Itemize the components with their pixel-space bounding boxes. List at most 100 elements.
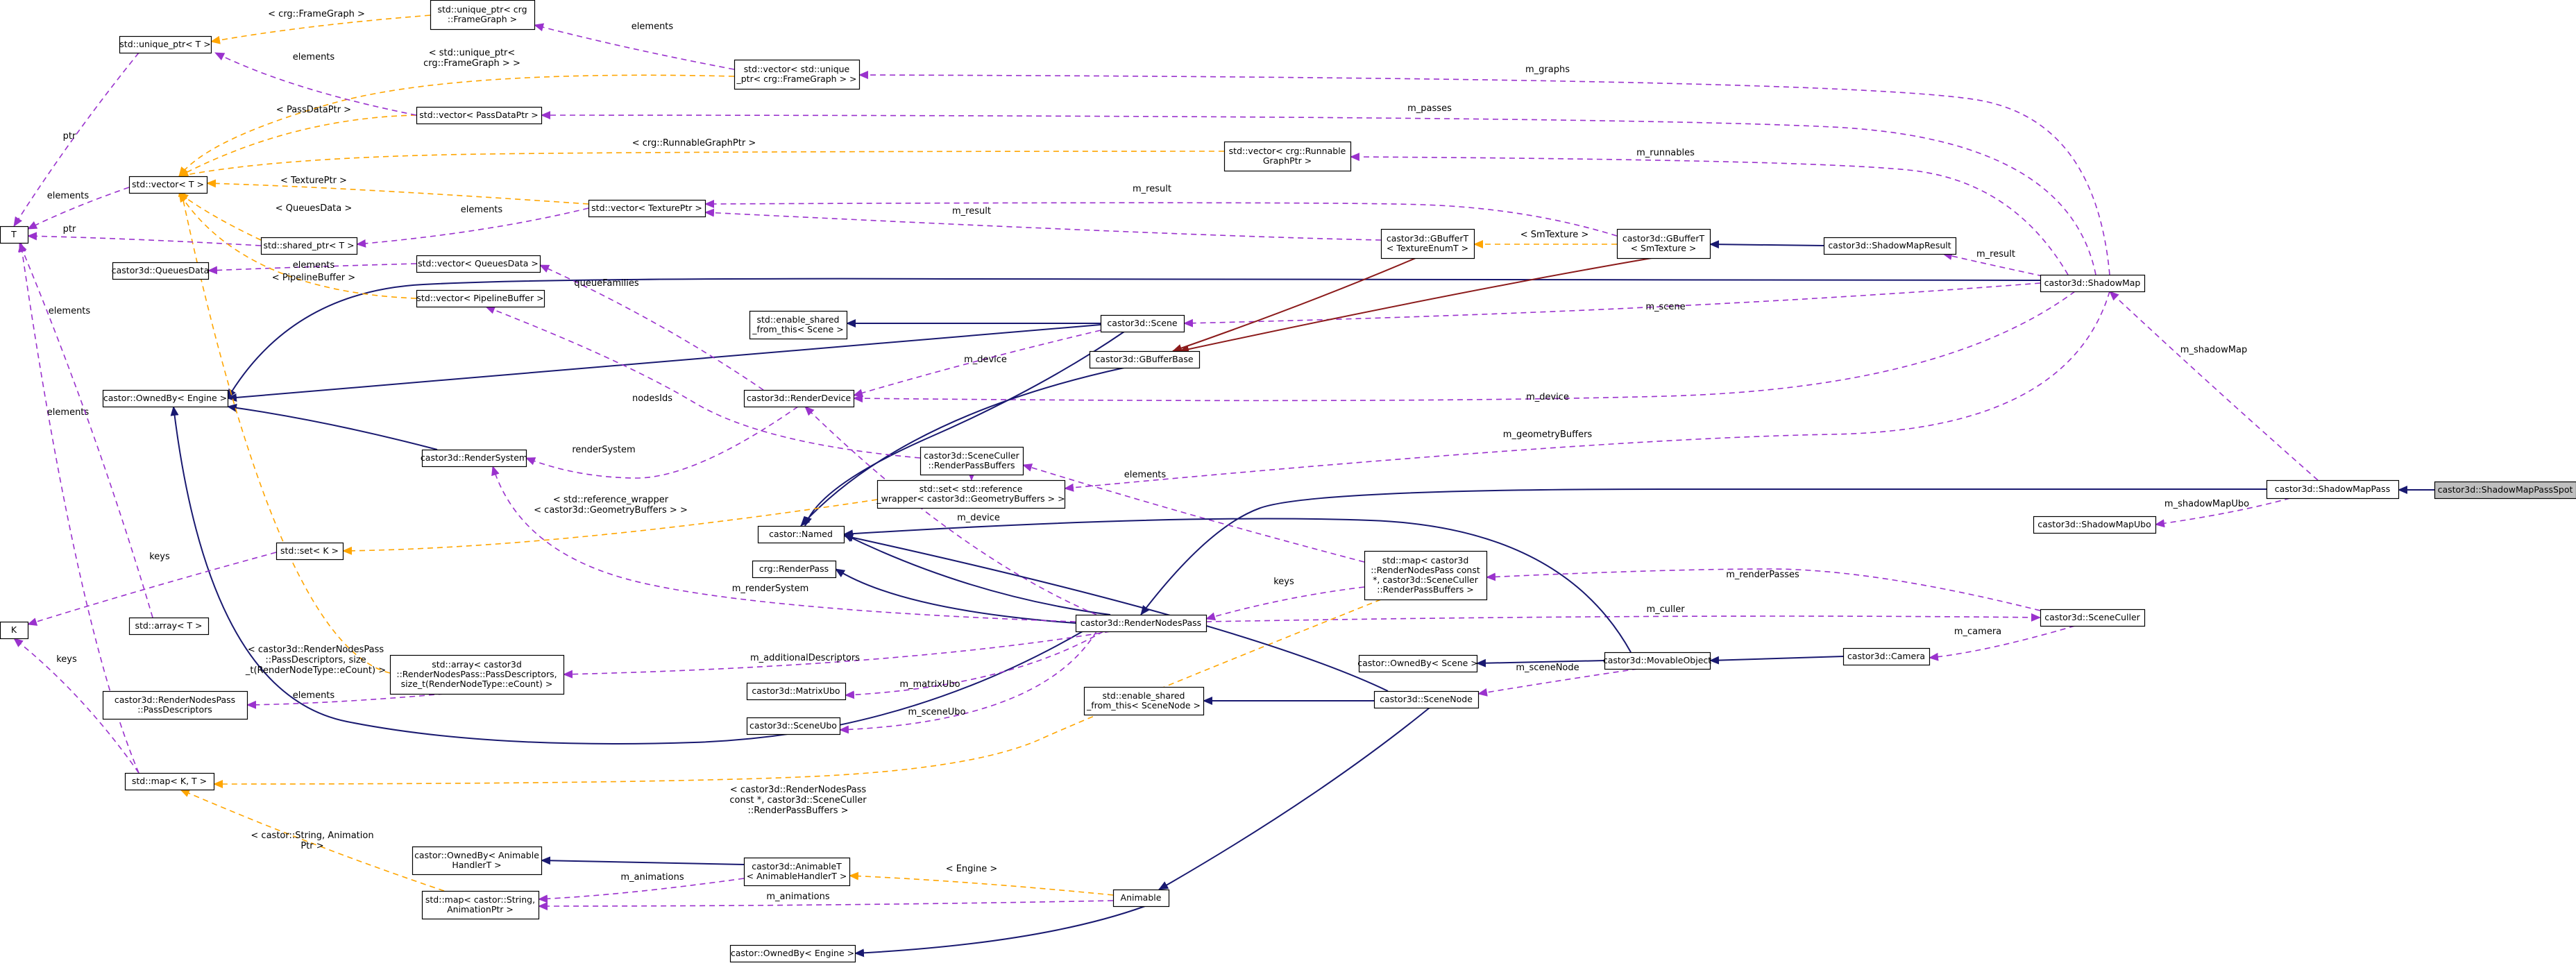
class-node[interactable]: castor3d::RenderNodesPass [1075, 614, 1208, 633]
class-node[interactable]: std::map< K, T > [124, 772, 215, 791]
edge-label: < crg::RunnableGraphPtr > [632, 138, 756, 148]
class-node[interactable]: K [0, 621, 29, 640]
class-node[interactable]: castor3d::SceneCuller::RenderPassBuffers [920, 446, 1024, 476]
class-node[interactable]: std::array< T > [128, 617, 210, 636]
class-node[interactable]: std::unique_ptr< crg::FrameGraph > [430, 0, 536, 31]
edge-usage: m_shadowMap [2109, 291, 2319, 481]
node-label: castor3d::RenderSystem [421, 452, 527, 463]
class-node[interactable]: castor3d::GBufferBase [1089, 350, 1201, 369]
class-node[interactable]: castor3d::Camera [1842, 647, 1931, 666]
class-node[interactable]: castor3d::ShadowMapPass [2266, 479, 2400, 500]
node-label: ::RenderNodesPass::PassDescriptors, [396, 669, 557, 679]
edge-usage: m_animations [538, 872, 745, 903]
class-node[interactable]: castor::Named [757, 525, 845, 544]
edge-label: m_passes [1407, 103, 1452, 114]
class-node[interactable]: std::enable_shared_from_this< Scene > [749, 310, 848, 340]
edge-line [27, 232, 262, 246]
node-box [128, 617, 210, 636]
edge-label: m_matrixUbo [899, 679, 960, 690]
class-node[interactable]: castor::OwnedBy< Engine > [729, 944, 856, 963]
class-node[interactable]: castor3d::SceneUbo [746, 717, 841, 735]
class-node[interactable]: castor3d::MatrixUbo [746, 682, 847, 701]
class-node[interactable]: crg::RenderPass [752, 560, 837, 579]
class-node[interactable]: std::unique_ptr< T > [119, 35, 212, 54]
edge-line [1350, 153, 2069, 275]
edge-usage: m_culler [1205, 604, 2041, 622]
node-box [119, 35, 212, 54]
class-node[interactable]: std::map< castor3d::RenderNodesPass cons… [1364, 550, 1488, 601]
class-node[interactable]: castor::OwnedBy< AnimableHandlerT > [412, 846, 543, 876]
class-node[interactable]: castor3d::SceneNode [1373, 690, 1480, 709]
node-box [1223, 141, 1352, 172]
class-node[interactable]: castor3d::MovableObject [1603, 652, 1711, 670]
node-label: std::vector< QueuesData > [418, 258, 539, 269]
edge-line [1477, 668, 1638, 697]
class-node[interactable]: std::set< std::reference_wrapper< castor… [876, 479, 1066, 509]
class-node[interactable]: std::shared_ptr< T > [260, 237, 358, 255]
edge-line [539, 264, 764, 391]
edge-usage: queueFamilies [539, 264, 764, 391]
class-node[interactable]: castor3d::ShadowMapPassSpot [2434, 481, 2576, 500]
edge-inheritance [1158, 707, 1430, 890]
node-label: castor3d::SceneCuller [2044, 612, 2140, 622]
class-node[interactable]: castor3d::QueuesData [112, 262, 209, 280]
node-box [260, 237, 358, 255]
edge-line [1709, 240, 1824, 249]
edge-label: < crg::FrameGraph > [268, 9, 365, 19]
class-node[interactable]: std::vector< PipelineBuffer > [416, 289, 545, 308]
edge-label: m_additionalDescriptors [750, 653, 860, 663]
node-label: T [10, 229, 17, 239]
class-node[interactable]: castor3d::ShadowMapResult [1823, 237, 1957, 255]
class-node[interactable]: castor3d::AnimableT< AnimableHandlerT > [743, 857, 851, 887]
edge-line [214, 52, 417, 116]
edge-line [804, 331, 1125, 527]
class-node[interactable]: std::set< K > [276, 542, 344, 561]
node-label: castor3d::AnimableT [752, 861, 842, 871]
edge-inheritance [1140, 488, 2266, 615]
class-node[interactable]: Animable [1112, 889, 1170, 908]
edge-line [227, 403, 438, 450]
node-box [102, 389, 229, 408]
class-node[interactable]: std::vector< PassDataPtr > [416, 106, 543, 125]
edge-usage: m_runnables [1350, 148, 2069, 275]
node-label: std::set< std::reference [920, 484, 1023, 494]
class-node[interactable]: std::vector< QueuesData > [416, 255, 541, 273]
class-node[interactable]: castor3d::ShadowMap [2040, 274, 2146, 293]
class-node[interactable]: std::enable_shared_from_this< SceneNode … [1083, 686, 1205, 716]
class-node[interactable]: T [0, 226, 29, 244]
class-node[interactable]: castor::OwnedBy< Engine > [102, 389, 229, 408]
edge-usage: renderSystem [525, 406, 799, 479]
edge-label: keys [56, 654, 77, 665]
class-node[interactable]: std::vector< std::unique_ptr< crg::Frame… [734, 59, 861, 90]
class-node[interactable]: std::map< castor::String,AnimationPtr > [421, 890, 540, 920]
edge-usage: keys [13, 638, 139, 774]
node-label: std::enable_shared [1103, 690, 1185, 701]
edge-usage: keys [1205, 577, 1365, 621]
edge-inheritance [843, 518, 1632, 653]
node-box [746, 717, 841, 735]
edge-line [178, 192, 417, 299]
edge-usage: m_renderPasses [1486, 568, 2041, 611]
class-node[interactable]: std::vector< TexturePtr > [588, 199, 706, 218]
edge-label: < Engine > [946, 864, 998, 874]
class-node[interactable]: std::vector< crg::RunnableGraphPtr > [1223, 141, 1352, 172]
class-node[interactable]: castor3d::ShadowMapUbo [2033, 516, 2157, 534]
edge-label: m_device [964, 355, 1007, 365]
edge-template: < crg::RunnableGraphPtr > [178, 138, 1225, 179]
class-node[interactable]: std::vector< T > [128, 176, 208, 194]
class-node[interactable]: castor3d::SceneCuller [2040, 609, 2146, 627]
node-label: _wrapper< castor3d::GeometryBuffers > > [876, 493, 1065, 504]
class-node[interactable]: castor::OwnedBy< Scene > [1357, 654, 1478, 673]
class-node[interactable]: castor3d::Scene [1100, 314, 1185, 333]
edge-line [1140, 488, 2266, 615]
node-label: std::vector< crg::Runnable [1229, 146, 1346, 156]
class-node[interactable]: castor3d::GBufferT< SmTexture > [1616, 228, 1711, 259]
class-node[interactable]: castor3d::RenderSystem [421, 449, 527, 468]
class-node[interactable]: std::array< castor3d::RenderNodesPass::P… [389, 654, 565, 695]
class-node[interactable]: castor3d::RenderDevice [743, 389, 855, 408]
node-box [920, 446, 1024, 476]
node-label: std::map< castor3d [1382, 555, 1469, 565]
class-node[interactable]: castor3d::RenderNodesPass::PassDescripto… [102, 690, 248, 720]
class-node[interactable]: castor3d::GBufferT< TextureEnumT > [1380, 228, 1475, 259]
edge-label: m_renderPasses [1726, 570, 1799, 580]
